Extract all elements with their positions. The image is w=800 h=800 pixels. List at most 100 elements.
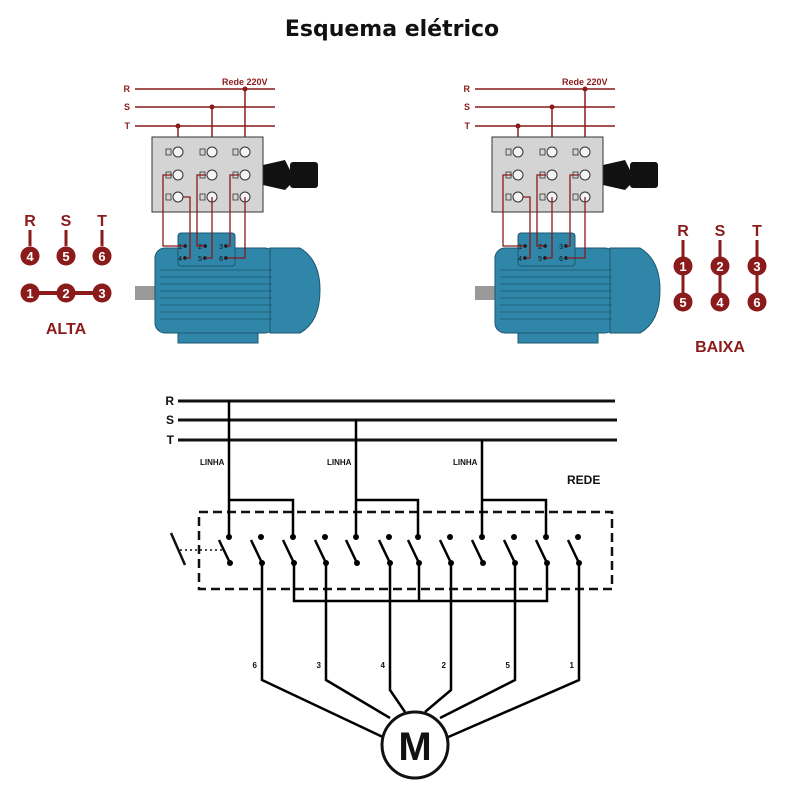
- terminal-screw: [512, 169, 524, 181]
- switch-top-contact: [479, 534, 485, 540]
- lead-label: 1: [570, 661, 575, 670]
- switch-blade: [217, 539, 232, 564]
- motor-fan-cover: [609, 247, 661, 334]
- phase-label: T: [125, 121, 131, 131]
- phase-label: R: [464, 84, 471, 94]
- motor-terminal-label: 4: [178, 256, 182, 263]
- terminal-mark: [572, 193, 579, 201]
- switch-top-contact: [415, 534, 421, 540]
- lead-label: 5: [506, 661, 511, 670]
- terminal-circle: [56, 283, 76, 303]
- terminal-mark: [539, 193, 546, 201]
- motor-label: M: [398, 725, 431, 769]
- junction-dot: [582, 86, 588, 92]
- terminal-mark: [539, 148, 546, 156]
- junction-dot: [515, 123, 521, 129]
- terminal-mark: [165, 148, 172, 156]
- phase-label-r: R: [24, 213, 36, 230]
- phase-label: S: [124, 102, 130, 112]
- terminal-circle: [673, 256, 693, 276]
- switch-top-contact: [290, 534, 296, 540]
- terminal-circle: [92, 246, 112, 266]
- jumper-wire: [566, 174, 579, 247]
- phase-label: R: [124, 84, 131, 94]
- junction-dot: [549, 104, 555, 110]
- switch-blade: [406, 539, 421, 564]
- motor-fan-cover: [269, 247, 321, 334]
- switch-bottom-contact: [354, 560, 360, 566]
- jumper-wire: [226, 197, 246, 259]
- switch-handle[interactable]: [169, 532, 187, 566]
- terminal-screw: [579, 146, 591, 158]
- jumper-wire: [162, 174, 185, 247]
- star-bridge: [292, 563, 549, 603]
- terminal-circle-label: 5: [62, 249, 69, 264]
- lead-label: 6: [253, 661, 258, 670]
- phase-label-t: T: [97, 213, 107, 230]
- line-bridge: [482, 498, 548, 537]
- phase-label-s: S: [715, 223, 726, 240]
- switch-bottom-contact: [227, 560, 233, 566]
- phase-label-t: T: [752, 223, 762, 240]
- motor-lead: [445, 563, 581, 740]
- phase-label: T: [465, 121, 471, 131]
- switch-blade: [438, 539, 453, 564]
- plug-head: [290, 162, 318, 188]
- phase-label-r: R: [677, 223, 689, 240]
- rede-label: REDE: [567, 473, 600, 487]
- switch-top-contact: [258, 534, 264, 540]
- phase-label-s: S: [61, 213, 72, 230]
- jumper-wire: [523, 196, 531, 259]
- motor-shaft: [135, 286, 157, 300]
- motor-terminal-box: [177, 232, 236, 267]
- line-bridge: [229, 498, 295, 537]
- terminal-circle: [92, 283, 112, 303]
- terminal-mark: [165, 193, 172, 201]
- terminal-circle-label: 6: [98, 249, 105, 264]
- switch-blade: [502, 539, 517, 564]
- motor-terminal-label: 1: [518, 244, 522, 251]
- motor-lead: [424, 563, 453, 713]
- jumper-wire: [545, 197, 553, 259]
- terminal-mark: [505, 193, 512, 201]
- terminal-circle-label: 6: [753, 295, 760, 310]
- terminal-circle: [710, 256, 730, 276]
- motor-lead: [388, 563, 407, 713]
- terminal-screw: [172, 169, 184, 181]
- network-label: Rede 220V: [562, 77, 608, 87]
- motor-terminal-label: 2: [538, 244, 542, 251]
- terminal-screw: [512, 146, 524, 158]
- terminal-screw: [546, 169, 558, 181]
- lead-label: 3: [317, 661, 322, 670]
- terminal-mark: [199, 193, 206, 201]
- switch-top-contact: [226, 534, 232, 540]
- connection-name-alta: ALTA: [46, 321, 87, 338]
- terminal-circle: [20, 283, 40, 303]
- terminal-circle-label: 1: [26, 286, 33, 301]
- switch-housing: [197, 510, 614, 591]
- terminal-screw: [239, 169, 251, 181]
- terminal-mark: [232, 148, 239, 156]
- motor-terminal-label: 1: [178, 244, 182, 251]
- bus-label-t: T: [167, 433, 175, 447]
- switch-blade: [249, 539, 264, 564]
- motor-terminal-box: [517, 232, 576, 267]
- junction-dot: [209, 104, 215, 110]
- motor-lead: [260, 563, 386, 740]
- line-bridge: [356, 498, 420, 537]
- terminal-circle-label: 3: [753, 259, 760, 274]
- terminal-circle: [710, 292, 730, 312]
- terminal-circle: [673, 292, 693, 312]
- motor-terminal-label: 4: [518, 256, 522, 263]
- motor-terminal-label: 6: [559, 256, 563, 263]
- terminal-screw: [239, 146, 251, 158]
- lead-label: 4: [381, 661, 386, 670]
- terminal-circle-label: 2: [62, 286, 69, 301]
- switch-top-contact: [543, 534, 549, 540]
